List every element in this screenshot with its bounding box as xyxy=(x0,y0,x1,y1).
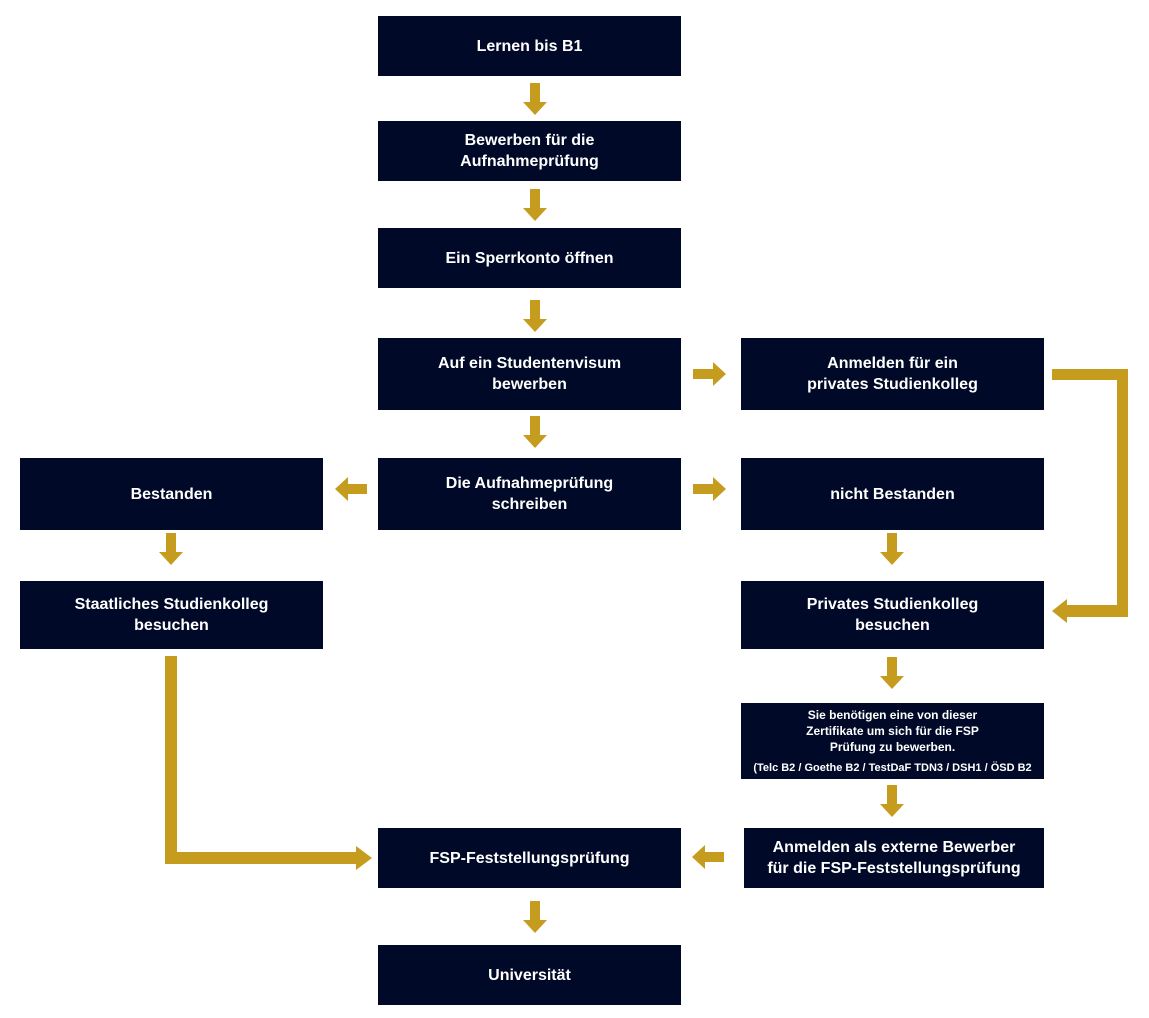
step-register-private-kolleg: Anmelden für ein privates Studienkolleg xyxy=(741,338,1044,410)
arrow-visa-to-exam xyxy=(523,416,547,448)
arrow-certificates-to-external xyxy=(880,785,904,817)
arrow-visa-to-private xyxy=(693,362,726,386)
certificates-note: Sie benötigen eine von dieser Zertifikat… xyxy=(806,707,979,754)
arrow-learn-to-apply xyxy=(523,83,547,115)
step-write-entrance-exam: Die Aufnahmeprüfung schreiben xyxy=(378,458,681,530)
arrow-passed-to-state xyxy=(159,533,183,565)
arrow-external-to-fsp xyxy=(692,845,724,869)
step-not-passed: nicht Bestanden xyxy=(741,458,1044,530)
step-blocked-account: Ein Sperrkonto öffnen xyxy=(378,228,681,288)
step-apply-entrance-exam: Bewerben für die Aufnahmeprüfung xyxy=(378,121,681,181)
arrow-exam-to-not-passed xyxy=(693,477,726,501)
step-private-studienkolleg: Privates Studienkolleg besuchen xyxy=(741,581,1044,649)
arrow-state-to-fsp xyxy=(165,656,372,870)
step-university: Universität xyxy=(378,945,681,1005)
step-certificates-required: Sie benötigen eine von dieser Zertifikat… xyxy=(741,703,1044,779)
certificates-list: (Telc B2 / Goethe B2 / TestDaF TDN3 / DS… xyxy=(753,761,1032,774)
arrow-exam-to-passed xyxy=(335,477,367,501)
arrow-private-to-certificates xyxy=(880,657,904,689)
step-student-visa: Auf ein Studentenvisum bewerben xyxy=(378,338,681,410)
arrow-apply-to-account xyxy=(523,189,547,221)
step-state-studienkolleg: Staatliches Studienkolleg besuchen xyxy=(20,581,323,649)
step-learn-b1: Lernen bis B1 xyxy=(378,16,681,76)
step-fsp-exam: FSP-Feststellungsprüfung xyxy=(378,828,681,888)
arrow-not-passed-to-private xyxy=(880,533,904,565)
step-external-applicant: Anmelden als externe Bewerber für die FS… xyxy=(744,828,1044,888)
arrow-account-to-visa xyxy=(523,300,547,332)
arrow-fsp-to-university xyxy=(523,901,547,933)
step-passed: Bestanden xyxy=(20,458,323,530)
arrow-register-to-private-kolleg xyxy=(1052,369,1128,623)
